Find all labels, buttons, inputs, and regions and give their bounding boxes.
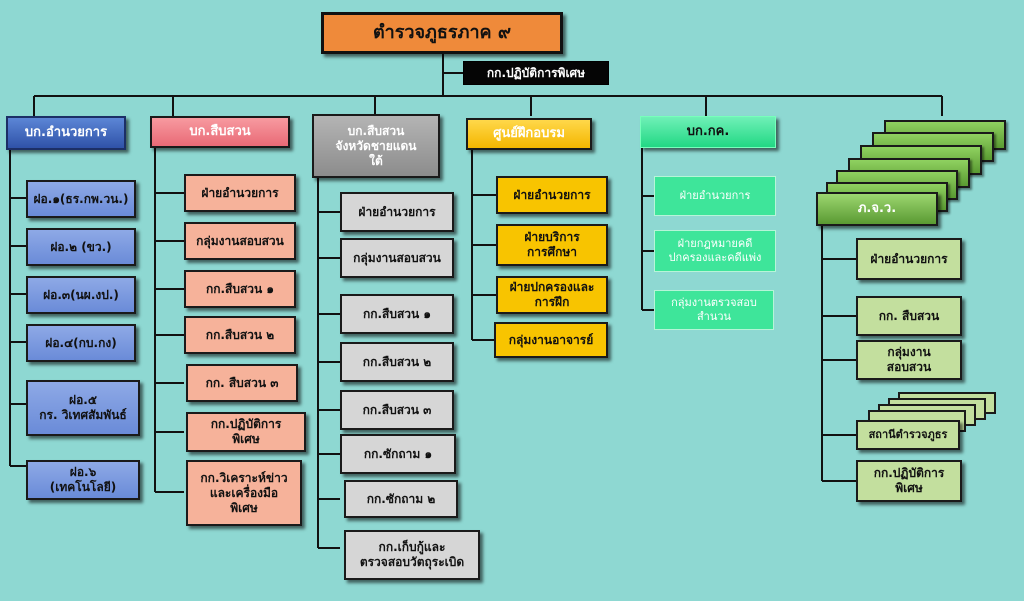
- admin-item-1: ฝอ.๑(ธร.กพ.วน.): [26, 180, 136, 218]
- prov-item-5: กก.ปฏิบัติการ พิเศษ: [856, 460, 962, 502]
- south-item-8: กก.เก็บกู้และ ตรวจสอบวัตถุระเบิด: [344, 530, 480, 580]
- train-item-1: ฝ่ายอำนวยการ: [496, 176, 608, 214]
- inv-item-4: กก.สืบสวน ๒: [184, 316, 296, 354]
- south-item-3: กก.สืบสวน ๑: [340, 294, 454, 334]
- header-southern-investigation: บก.สืบสวน จังหวัดชายแดน ใต้: [312, 114, 440, 178]
- south-item-7: กก.ซักถาม ๒: [344, 480, 458, 518]
- prov-item-4: สถานีตำรวจภูธร: [856, 420, 960, 450]
- prov-item-3: กลุ่มงาน สอบสวน: [856, 340, 962, 380]
- prov-item-1: ฝ่ายอำนวยการ: [856, 238, 962, 280]
- inv-item-6: กก.ปฏิบัติการ พิเศษ: [186, 412, 306, 452]
- header-legal-division: บก.กค.: [640, 116, 776, 148]
- prov-item-2: กก. สืบสวน: [856, 296, 962, 336]
- title-box: ตำรวจภูธรภาค ๙: [321, 12, 563, 54]
- legal-item-3: กลุ่มงานตรวจสอบ สำนวน: [654, 290, 774, 330]
- train-item-2: ฝ่ายบริการ การศึกษา: [496, 224, 608, 266]
- south-item-4: กก.สืบสวน ๒: [340, 342, 454, 382]
- south-item-5: กก.สืบสวน ๓: [340, 390, 454, 430]
- header-training-center: ศูนย์ฝึกอบรม: [466, 118, 592, 150]
- legal-item-1: ฝ่ายอำนวยการ: [654, 176, 776, 216]
- admin-item-3: ฝอ.๓(นผ.งป.): [26, 276, 136, 314]
- admin-item-4: ฝอ.๔(กบ.กง): [26, 324, 136, 362]
- inv-item-2: กลุ่มงานสอบสวน: [184, 222, 296, 260]
- admin-item-6: ฝอ.๖ (เทคโนโลยี): [26, 460, 140, 500]
- header-investigation: บก.สืบสวน: [150, 116, 290, 148]
- inv-item-5: กก. สืบสวน ๓: [186, 364, 298, 402]
- special-unit-box: กก.ปฏิบัติการพิเศษ: [463, 61, 609, 85]
- admin-item-5: ฝอ.๕ กร. วิเทศสัมพันธ์: [26, 380, 140, 436]
- south-item-1: ฝ่ายอำนวยการ: [340, 192, 454, 232]
- inv-item-1: ฝ่ายอำนวยการ: [184, 174, 296, 212]
- train-item-3: ฝ่ายปกครองและ การฝึก: [496, 276, 608, 314]
- train-item-4: กลุ่มงานอาจารย์: [494, 322, 608, 358]
- south-item-6: กก.ซักถาม ๑: [340, 434, 456, 474]
- header-admin: บก.อำนวยการ: [6, 116, 126, 150]
- south-item-2: กลุ่มงานสอบสวน: [340, 238, 454, 278]
- inv-item-3: กก.สืบสวน ๑: [184, 270, 296, 308]
- admin-item-2: ฝอ.๒ (ขว.): [26, 228, 136, 266]
- header-provincial-police: ภ.จ.ว.: [816, 192, 938, 226]
- inv-item-7: กก.วิเคราะห์ข่าว และเครื่องมือ พิเศษ: [186, 460, 302, 526]
- legal-item-2: ฝ่ายกฎหมายคดี ปกครองและคดีแพ่ง: [654, 230, 776, 272]
